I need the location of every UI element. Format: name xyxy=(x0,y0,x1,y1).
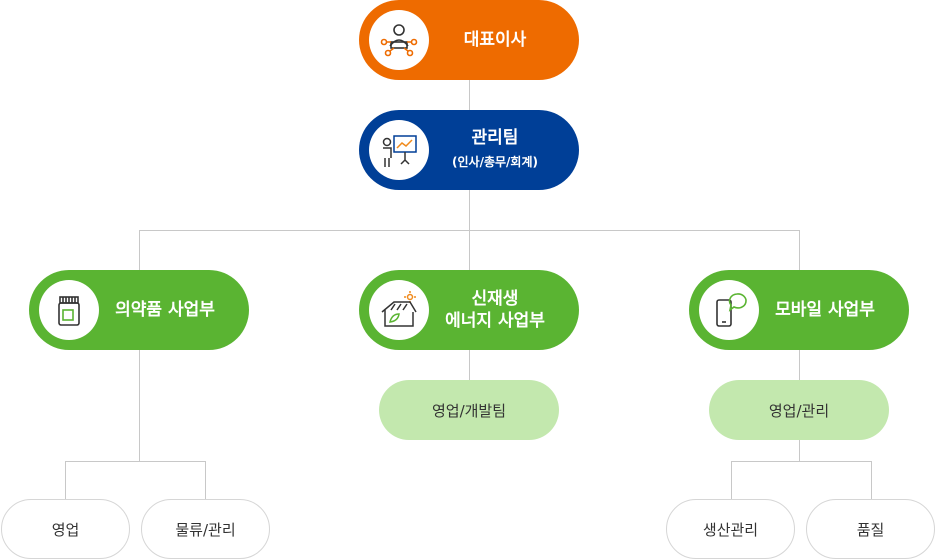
connector-mobile-left xyxy=(731,461,732,499)
team-mobile-quality-label: 품질 xyxy=(856,520,885,539)
management-node: 관리팀 (인사/총무/회계) xyxy=(359,110,579,190)
division-pharma: 의약품 사업부 xyxy=(29,270,249,350)
team-mobile-quality: 품질 xyxy=(806,499,935,559)
division-energy-label-line1: 신재생 xyxy=(471,289,519,309)
connector-mobile-team-down xyxy=(799,440,800,461)
connector-to-energy xyxy=(469,230,470,270)
connector-energy-team xyxy=(469,350,470,380)
connector-management-down xyxy=(469,190,470,230)
division-energy: 신재생 에너지 사업부 xyxy=(359,270,579,350)
connector-pharma-left xyxy=(65,461,66,499)
division-energy-label-line2: 에너지 사업부 xyxy=(445,311,545,331)
division-pharma-label: 의약품 사업부 xyxy=(115,300,215,320)
connector-to-pharma xyxy=(139,230,140,270)
connector-pharma-right xyxy=(205,461,206,499)
management-label-group: 관리팀 (인사/총무/회계) xyxy=(429,127,579,173)
team-pharma-logistics-label: 물류/관리 xyxy=(175,520,236,539)
division-mobile: 모바일 사업부 xyxy=(689,270,909,350)
ceo-person-icon xyxy=(369,10,429,70)
team-energy-sales-dev-label: 영업/개발팀 xyxy=(431,401,507,420)
connector-ceo-management xyxy=(469,80,470,110)
team-pharma-sales: 영업 xyxy=(1,499,130,559)
medicine-bottle-icon xyxy=(39,280,99,340)
team-pharma-sales-label: 영업 xyxy=(51,520,80,539)
solar-house-icon xyxy=(369,280,429,340)
ceo-node: 대표이사 xyxy=(359,0,579,80)
connector-mobile-team xyxy=(799,350,800,380)
connector-mobile-bar xyxy=(731,461,872,462)
team-energy-sales-dev: 영업/개발팀 xyxy=(379,380,559,440)
division-mobile-label: 모바일 사업부 xyxy=(775,300,875,320)
connector-pharma-down xyxy=(139,350,140,461)
connector-pharma-bar xyxy=(65,461,206,462)
presentation-icon xyxy=(369,120,429,180)
team-mobile-sales-mgmt-label: 영업/관리 xyxy=(768,401,830,420)
team-mobile-production: 생산관리 xyxy=(666,499,795,559)
connector-to-mobile xyxy=(799,230,800,270)
division-energy-label-group: 신재생 에너지 사업부 xyxy=(429,288,579,332)
team-mobile-sales-mgmt: 영업/관리 xyxy=(709,380,889,440)
team-pharma-logistics: 물류/관리 xyxy=(141,499,270,559)
management-label: 관리팀 xyxy=(471,128,519,148)
ceo-label: 대표이사 xyxy=(463,30,527,50)
team-mobile-production-label: 생산관리 xyxy=(702,520,759,539)
management-sublabel: (인사/총무/회계) xyxy=(452,155,538,169)
connector-mobile-right xyxy=(871,461,872,499)
mobile-chat-icon xyxy=(699,280,759,340)
